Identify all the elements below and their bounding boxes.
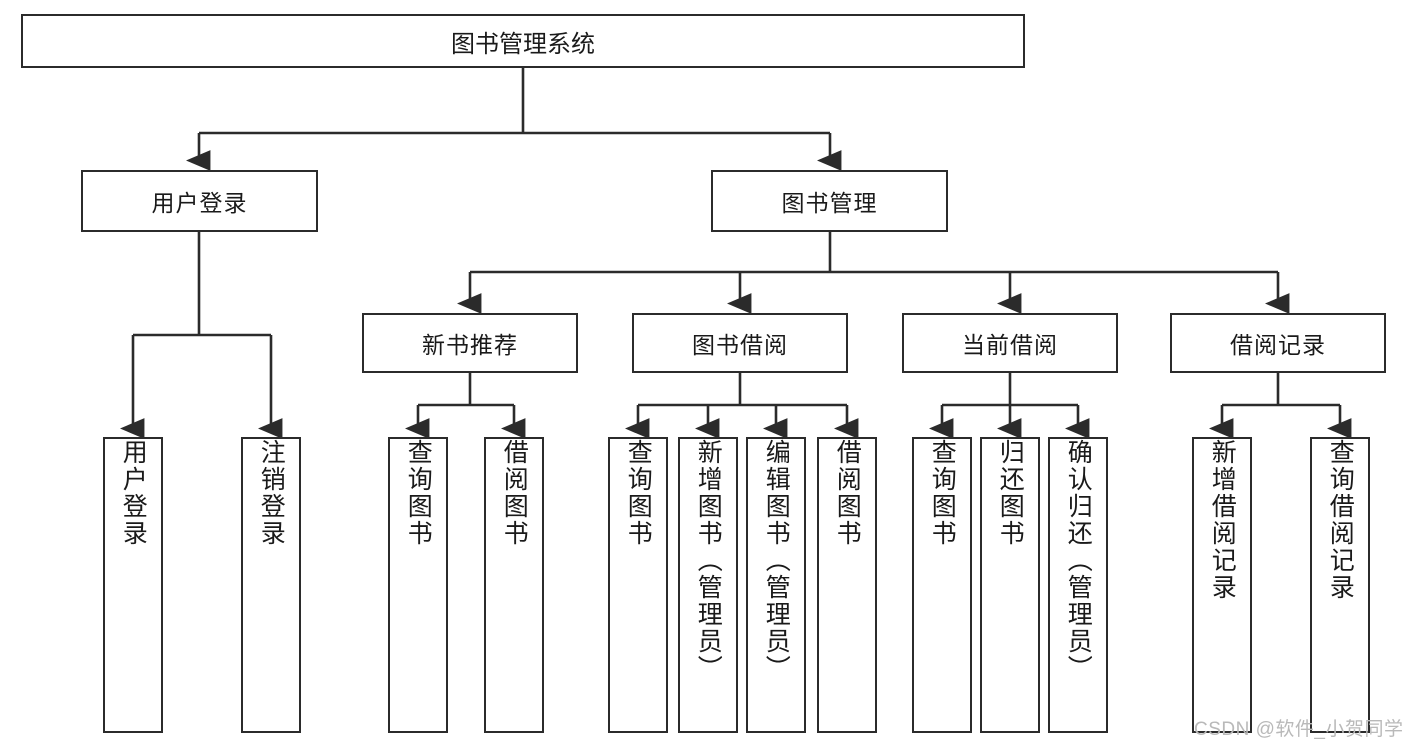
leaf-borrow-add-book[interactable]: 新增图书（管理员） bbox=[678, 437, 738, 733]
leaf-label: 查询借阅记录 bbox=[1326, 439, 1355, 601]
leaf-label: 归还图书 bbox=[996, 439, 1025, 547]
leaf-current-query-book[interactable]: 查询图书 bbox=[912, 437, 972, 733]
leaf-current-return-book[interactable]: 归还图书 bbox=[980, 437, 1040, 733]
leaf-label: 新增图书（管理员） bbox=[694, 439, 723, 682]
leaf-label: 确认归还（管理员） bbox=[1064, 439, 1093, 682]
node-label: 图书管理 bbox=[781, 190, 878, 216]
leaf-label: 查询图书 bbox=[404, 439, 433, 547]
leaf-label: 用户登录 bbox=[119, 439, 148, 547]
leaf-label: 借阅图书 bbox=[833, 439, 862, 547]
leaf-label: 注销登录 bbox=[257, 439, 286, 547]
leaf-recommend-borrow-book[interactable]: 借阅图书 bbox=[484, 437, 544, 733]
watermark-text: CSDN @软件_小贺同学 bbox=[1194, 719, 1404, 740]
node-label: 借阅记录 bbox=[1230, 332, 1326, 358]
leaf-current-confirm-return[interactable]: 确认归还（管理员） bbox=[1048, 437, 1108, 733]
node-root-system[interactable]: 图书管理系统 bbox=[21, 14, 1025, 68]
node-new-book-recommend[interactable]: 新书推荐 bbox=[362, 313, 578, 373]
leaf-label: 查询图书 bbox=[928, 439, 957, 547]
node-borrow-record[interactable]: 借阅记录 bbox=[1170, 313, 1386, 373]
node-label: 当前借阅 bbox=[962, 332, 1058, 358]
node-book-management[interactable]: 图书管理 bbox=[711, 170, 948, 232]
node-label: 图书管理系统 bbox=[451, 30, 595, 58]
node-book-borrow[interactable]: 图书借阅 bbox=[632, 313, 848, 373]
leaf-borrow-borrow-book[interactable]: 借阅图书 bbox=[817, 437, 877, 733]
node-user-login[interactable]: 用户登录 bbox=[81, 170, 318, 232]
leaf-record-query-record[interactable]: 查询借阅记录 bbox=[1310, 437, 1370, 733]
node-label: 新书推荐 bbox=[422, 332, 518, 358]
leaf-label: 新增借阅记录 bbox=[1208, 439, 1237, 601]
node-label: 用户登录 bbox=[151, 190, 248, 216]
leaf-label: 编辑图书（管理员） bbox=[762, 439, 791, 682]
leaf-user-login-login[interactable]: 用户登录 bbox=[103, 437, 163, 733]
leaf-record-add-record[interactable]: 新增借阅记录 bbox=[1192, 437, 1252, 733]
leaf-user-login-logout[interactable]: 注销登录 bbox=[241, 437, 301, 733]
leaf-label: 查询图书 bbox=[624, 439, 653, 547]
node-current-borrow[interactable]: 当前借阅 bbox=[902, 313, 1118, 373]
node-label: 图书借阅 bbox=[692, 332, 788, 358]
leaf-borrow-query-book[interactable]: 查询图书 bbox=[608, 437, 668, 733]
watermark-credit: CSDN @软件_小贺同学 bbox=[1194, 714, 1403, 741]
leaf-recommend-query-book[interactable]: 查询图书 bbox=[388, 437, 448, 733]
leaf-borrow-edit-book[interactable]: 编辑图书（管理员） bbox=[746, 437, 806, 733]
leaf-label: 借阅图书 bbox=[500, 439, 529, 547]
